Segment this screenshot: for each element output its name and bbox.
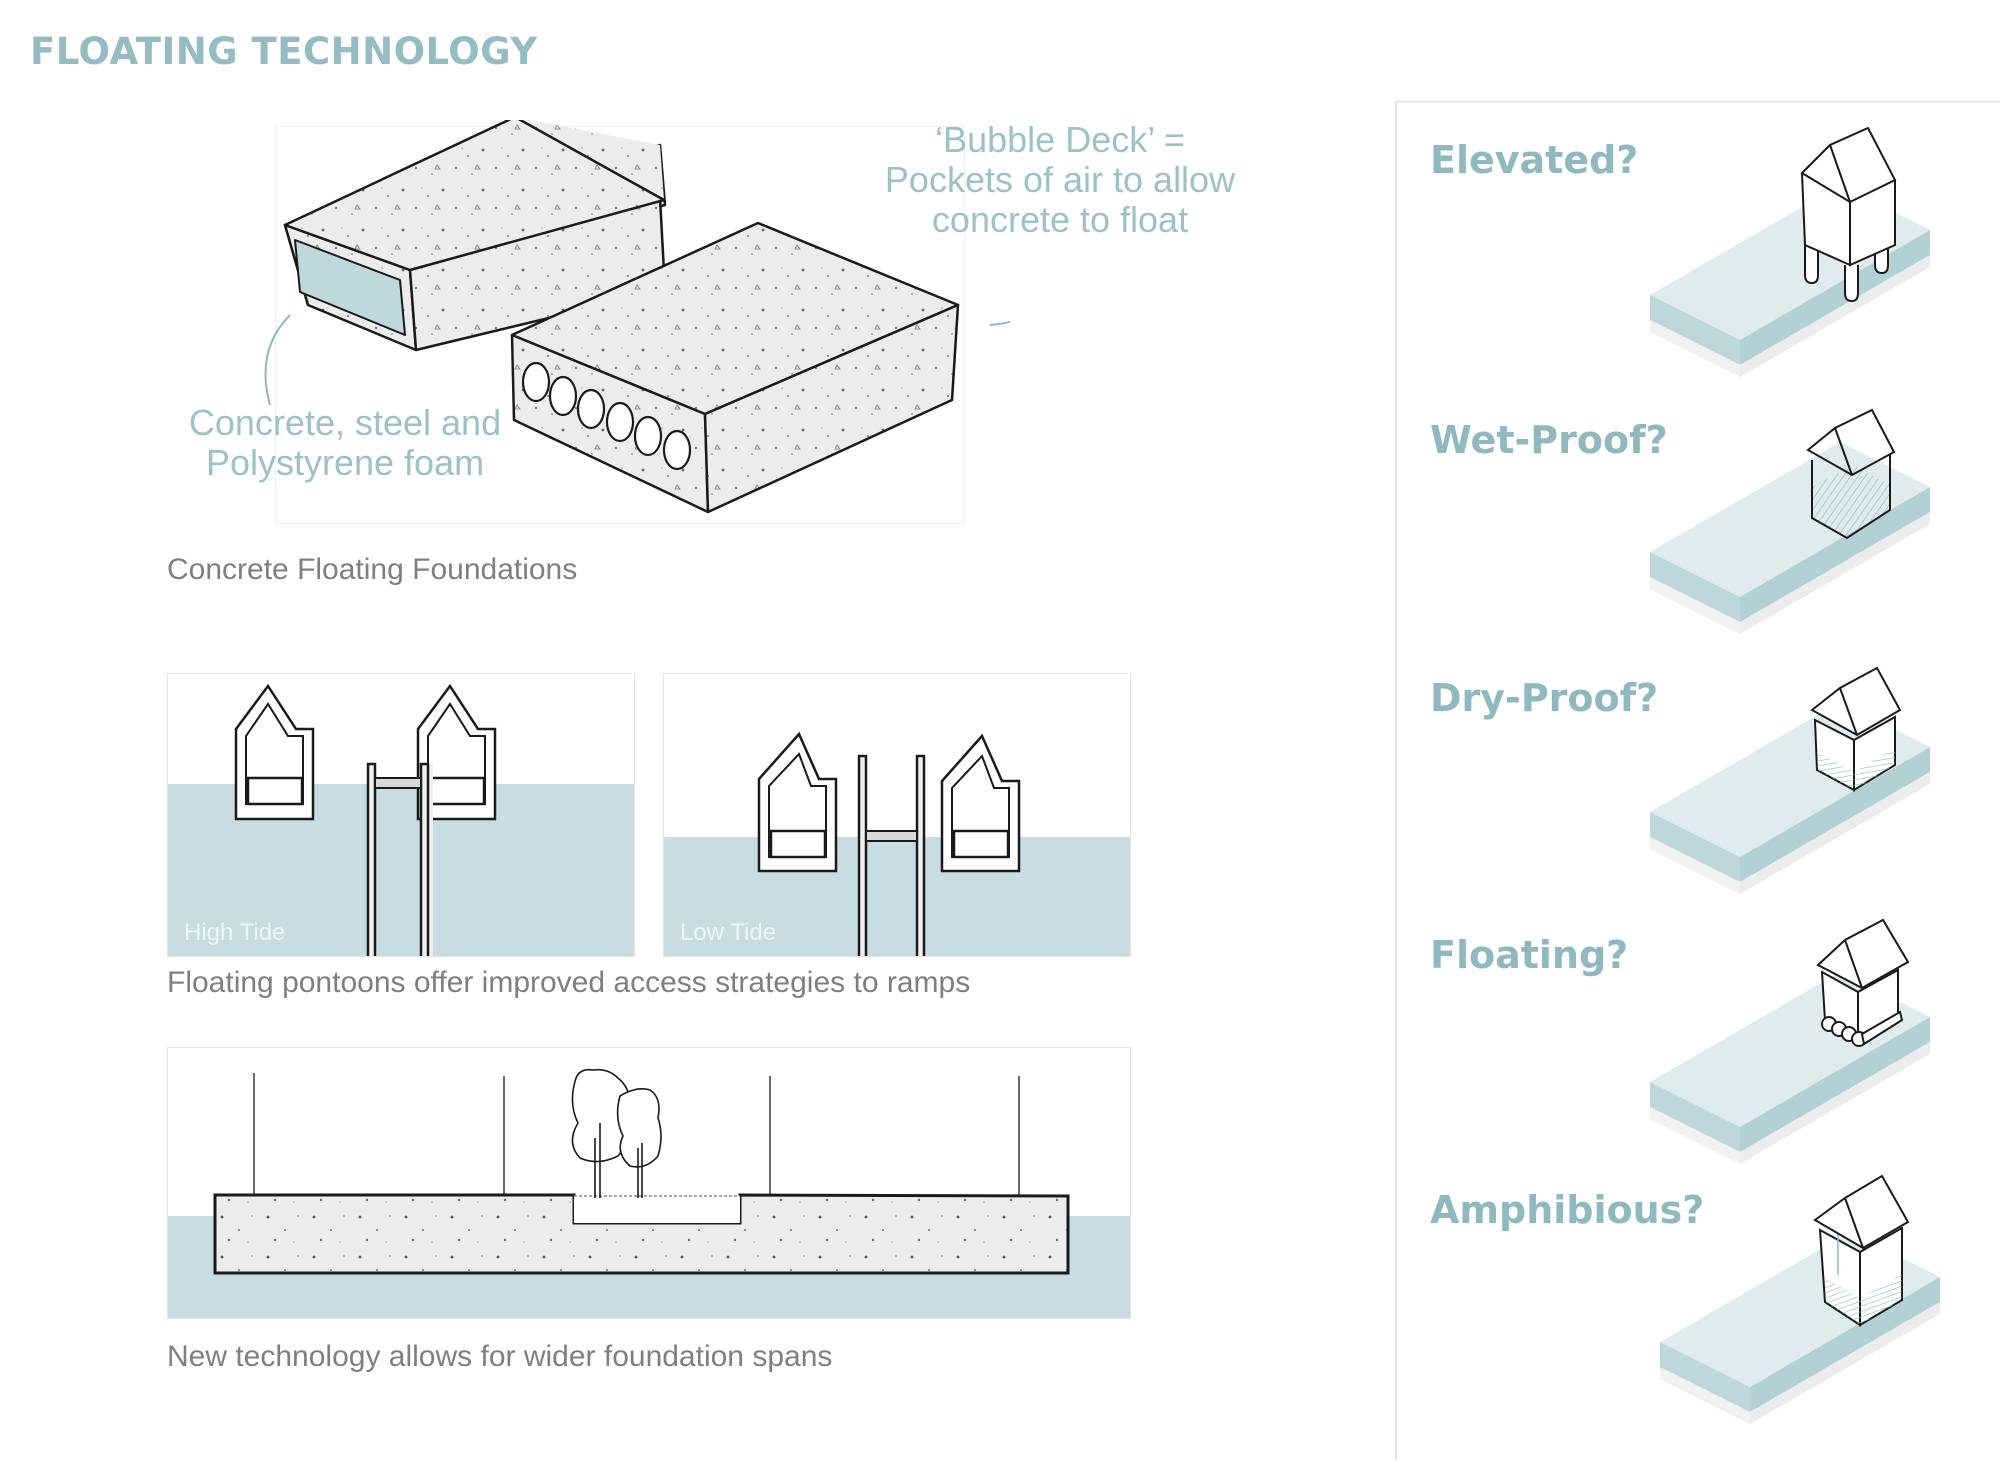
annotation-materials: Concrete, steel and Polystyrene foam — [185, 403, 505, 483]
high-tide-panel: High Tide — [167, 673, 635, 957]
caption-wide-spans: New technology allows for wider foundati… — [167, 1340, 833, 1373]
wet-proof-house-icon — [1650, 408, 1930, 634]
leader-line-right — [989, 320, 1010, 326]
caption-concrete-foundations: Concrete Floating Foundations — [167, 553, 578, 586]
elevated-house-icon — [1650, 126, 1930, 377]
annotation-line: ‘Bubble Deck’ = — [935, 119, 1185, 160]
option-label-amphibious: Amphibious? — [1430, 1188, 1705, 1232]
high-tide-label: High Tide — [184, 919, 286, 946]
low-tide-label: Low Tide — [680, 919, 777, 946]
low-tide-illustration — [664, 731, 1130, 956]
annotation-line: concrete to float — [931, 199, 1189, 240]
annotation-line: Polystyrene foam — [205, 442, 485, 483]
caption-pontoons: Floating pontoons offer improved access … — [167, 966, 971, 999]
concrete-foundations-panel — [275, 126, 965, 524]
options-panel — [1395, 100, 2000, 1460]
option-label-floating: Floating? — [1430, 933, 1629, 977]
annotation-bubble-deck: ‘Bubble Deck’ = Pockets of air to allow … — [880, 120, 1240, 240]
high-tide-illustration — [168, 683, 634, 956]
bubble-deck-block — [510, 221, 960, 514]
annotation-line: Pockets of air to allow — [884, 159, 1236, 200]
option-label-elevated: Elevated? — [1430, 138, 1639, 182]
floating-house-icon — [1650, 918, 1930, 1164]
polystyrene-block — [283, 120, 667, 352]
low-tide-panel: Low Tide — [663, 673, 1131, 957]
leader-line-left — [264, 314, 291, 406]
wide-spans-panel — [167, 1047, 1131, 1319]
annotation-line: Concrete, steel and — [188, 402, 502, 443]
page-title: FLOATING TECHNOLOGY — [30, 30, 538, 73]
concrete-blocks-illustration — [264, 120, 1010, 514]
amphibious-house-icon — [1660, 1174, 1940, 1424]
option-label-wet-proof: Wet-Proof? — [1430, 418, 1668, 462]
tree-illustration — [571, 1068, 662, 1198]
option-label-dry-proof: Dry-Proof? — [1430, 676, 1659, 720]
dry-proof-house-icon — [1650, 666, 1930, 894]
wide-spans-illustration — [168, 1068, 1130, 1318]
